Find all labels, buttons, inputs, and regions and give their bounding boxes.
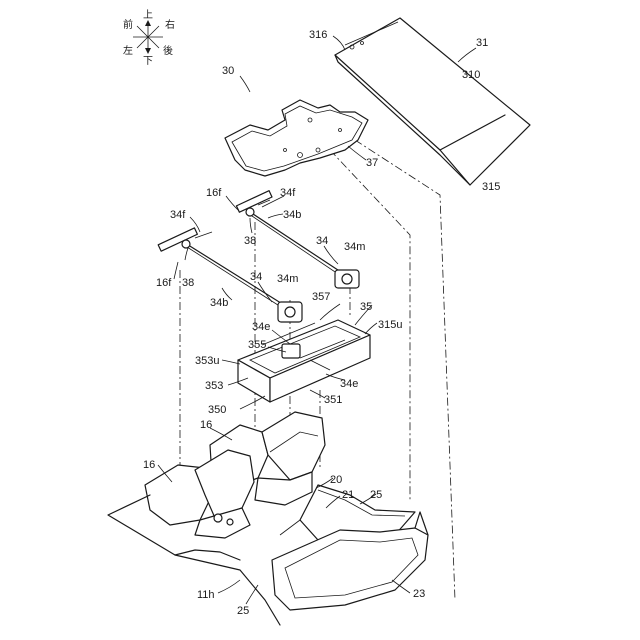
label-23: 23 <box>413 588 425 600</box>
label-16f-b: 16f <box>156 277 172 289</box>
floor-mat-37 <box>225 100 368 176</box>
label-31: 31 <box>476 37 488 49</box>
label-21: 21 <box>342 489 354 501</box>
label-34f-b: 34f <box>170 209 186 221</box>
compass-front: 前 <box>123 18 133 31</box>
label-11h: 11h <box>197 589 215 601</box>
label-20: 20 <box>330 474 342 486</box>
compass-left: 左 <box>123 44 133 57</box>
label-34e-b: 34e <box>340 378 358 390</box>
label-34e-a: 34e <box>252 321 270 333</box>
label-38-a: 38 <box>244 235 256 247</box>
compass-rear: 後 <box>163 44 173 57</box>
label-35: 35 <box>360 301 372 313</box>
label-310: 310 <box>462 69 480 81</box>
label-355: 355 <box>248 339 266 351</box>
label-30: 30 <box>222 65 234 77</box>
orientation-compass: 上 下 前 後 左 右 <box>123 9 175 67</box>
label-34f-a: 34f <box>280 187 296 199</box>
compass-down: 下 <box>143 56 153 67</box>
label-357: 357 <box>312 291 330 303</box>
label-25-b: 25 <box>237 605 249 617</box>
label-351: 351 <box>324 394 342 406</box>
compass-up: 上 <box>143 9 153 21</box>
label-350: 350 <box>208 404 226 416</box>
label-16f-a: 16f <box>206 187 222 199</box>
label-353: 353 <box>205 380 223 392</box>
cover-board-31 <box>335 18 530 185</box>
label-34b-a: 34b <box>283 209 301 221</box>
compass-right: 右 <box>165 18 175 31</box>
label-34m-a: 34m <box>344 241 365 253</box>
label-16-a: 16 <box>200 419 212 431</box>
label-16-b: 16 <box>143 459 155 471</box>
label-34m-b: 34m <box>277 273 298 285</box>
label-25-a: 25 <box>370 489 382 501</box>
label-353u: 353u <box>195 355 219 367</box>
label-34b-b: 34b <box>210 297 228 309</box>
label-38-b: 38 <box>182 277 194 289</box>
label-315: 315 <box>482 181 500 193</box>
label-34-b: 34 <box>250 271 262 283</box>
label-37: 37 <box>366 157 378 169</box>
seat-16-left <box>145 450 254 538</box>
label-34-a: 34 <box>316 235 328 247</box>
label-316: 316 <box>309 29 327 41</box>
label-315u: 315u <box>378 319 402 331</box>
